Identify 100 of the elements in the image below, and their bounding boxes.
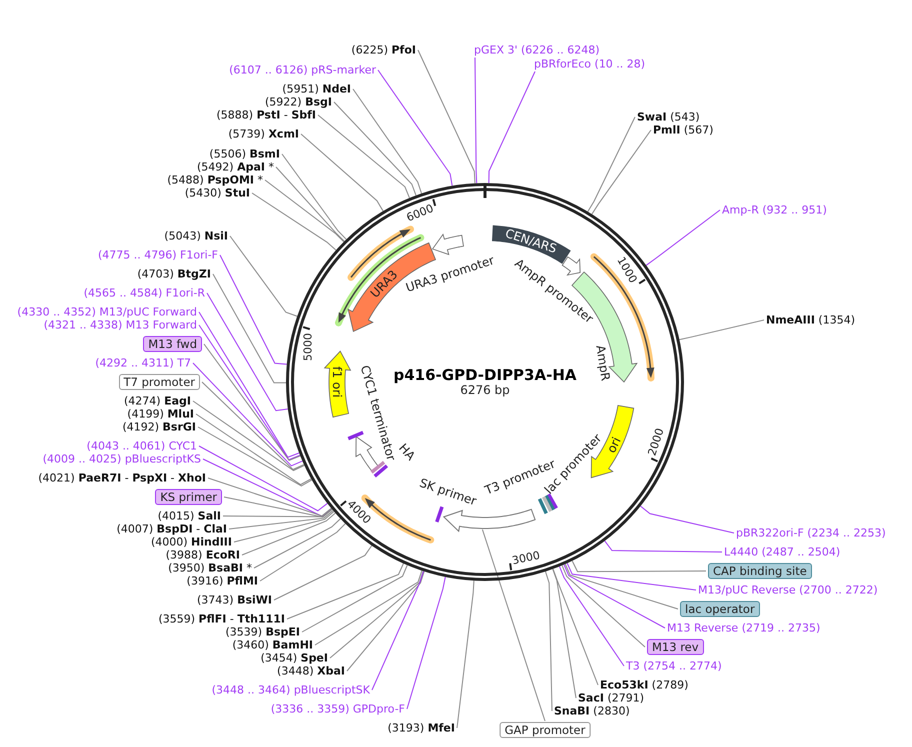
primer-label: (6107 .. 6126) pRS-marker [229,64,376,76]
leader-line [198,446,328,512]
restriction-site-label: (3460) BamHI [232,638,313,652]
restriction-site-label: (5951) NdeI [282,82,351,96]
primer-label: pGEX 3' (6226 .. 6248) [474,44,600,56]
restriction-site-label: (4021) PaeR7I - PspXI - XhoI [38,472,206,484]
leader-line [646,210,720,266]
primer-label: (4330 .. 4352) M13/pUC Forward [17,306,197,318]
primer-label: (4009 .. 4025) pBluescriptKS [42,452,201,466]
leader-line [300,134,384,212]
restriction-site-label: (3454) SpeI [260,652,328,664]
restriction-site-label: NmeAIII (1354) [766,314,855,326]
restriction-site-label: (5888) PstI - SbfI [216,108,316,122]
plasmid-size: 6276 bp [460,383,510,397]
restriction-site-label: (4000) HindIII [150,536,232,548]
leader-line [198,426,312,486]
leader-line [192,362,303,466]
leader-line [552,568,576,698]
feature-tag: CAP binding site [708,563,812,579]
restriction-site-label: Eco53kI (2789) [600,678,688,692]
leader-line [208,478,332,516]
restriction-site-label: (4192) BsrGI [122,420,196,434]
plasmid-backbone [286,183,684,581]
leader-line [220,254,288,365]
feature-tag: KS primer [155,489,222,505]
leader-line [456,580,474,728]
leader-line [372,570,424,690]
restriction-site-label: (6225) PfoI [351,44,416,56]
leader-line [282,154,347,240]
leader-line [587,116,636,212]
restriction-site-label: (5043) NsiI [164,230,228,242]
leader-line [314,570,422,646]
restriction-site-label: (4015) SalI [158,510,221,522]
feature-tag: M13 fwd [143,336,202,352]
leader-line [228,510,334,530]
feature-tag: lac operator [680,601,760,617]
restriction-site-label: (4703) BtgZI [137,268,211,280]
restriction-site-label: (3539) BspEI [226,626,300,638]
restriction-site-label: (5506) BsmI [209,148,280,160]
primer-label: L4440 (2487 .. 2504) [724,546,840,558]
primer-label: pBR322ori-F (2234 .. 2253) [736,526,886,540]
leader-line [591,130,652,215]
restriction-site-label: (5430) StuI [184,186,250,200]
feature-label: f1 ori [330,366,344,398]
primer-label: (4775 .. 4796) F1ori-F [98,248,218,262]
scale-label: 6000 [404,202,435,224]
restriction-site-label: (4274) EagI [124,394,191,408]
leader-line [474,57,478,184]
feature-tag: T7 promoter [118,374,200,390]
leader-line [352,88,422,194]
primer-label: (3336 .. 3359) GPDpro-F [270,702,405,716]
leader-line [334,102,416,196]
restriction-site-label: (5739) XcmI [228,128,299,140]
leader-line [234,511,334,542]
leader-line [202,382,304,470]
leader-line [564,564,678,610]
leader-line [572,560,706,572]
restriction-site-label: (4199) MluI [127,408,194,420]
feature-label: SK primer [418,476,478,508]
primer-label: (4292 .. 4311) T7 [95,356,191,370]
leader-line [640,506,734,534]
restriction-site-label: (4007) BspDI - ClaI [116,522,227,536]
restriction-site-label: (3916) PflMI [186,574,258,588]
primer-label: (4565 .. 4584) F1ori-R [84,286,205,300]
primer-label: M13/pUC Reverse (2700 .. 2722) [698,584,878,596]
leader-line [488,71,536,184]
restriction-site-label: (3559) PflFI - Tth111I [158,612,285,626]
feature-tag: GAP promoter [500,722,590,738]
primer-label: M13 Reverse (2719 .. 2735) [667,622,820,634]
leader-line [604,540,722,552]
restriction-site-label: (3193) MfeI [388,722,455,734]
leader-line [302,564,408,632]
leader-line [378,70,453,186]
primer-label: pBRforEco (10 .. 28) [534,58,646,70]
leader-line [552,568,598,686]
leader-line [196,414,312,486]
leader-line [678,320,764,340]
leader-line [418,50,476,184]
scale-label: 3000 [511,548,542,568]
leader-line [206,292,288,412]
leader-line [224,496,333,518]
feature-label: ori [604,434,624,455]
restriction-site-label: SacI (2791) [578,692,644,704]
leader-line [406,576,446,710]
feature-label: AmpR [592,344,612,382]
leader-line [346,570,425,672]
leader-line [192,400,305,472]
leader-line [254,518,341,568]
restriction-site-label: (5488) PspOMI* [167,174,263,186]
scale-label: 5000 [301,332,314,361]
leader-line [212,274,286,384]
restriction-site-label: (5492) ApaI* [197,160,274,174]
primer-label: (4043 .. 4061) CYC1 [86,440,197,452]
restriction-site-label: SnaBI (2830) [554,704,630,718]
restriction-site-label: PmlI (567) [653,124,714,136]
restriction-site-label: (5922) BsgI [265,96,332,108]
leader-line [260,523,346,582]
leader-line [564,564,666,628]
leader-line [242,512,336,556]
leader-line [545,571,552,712]
